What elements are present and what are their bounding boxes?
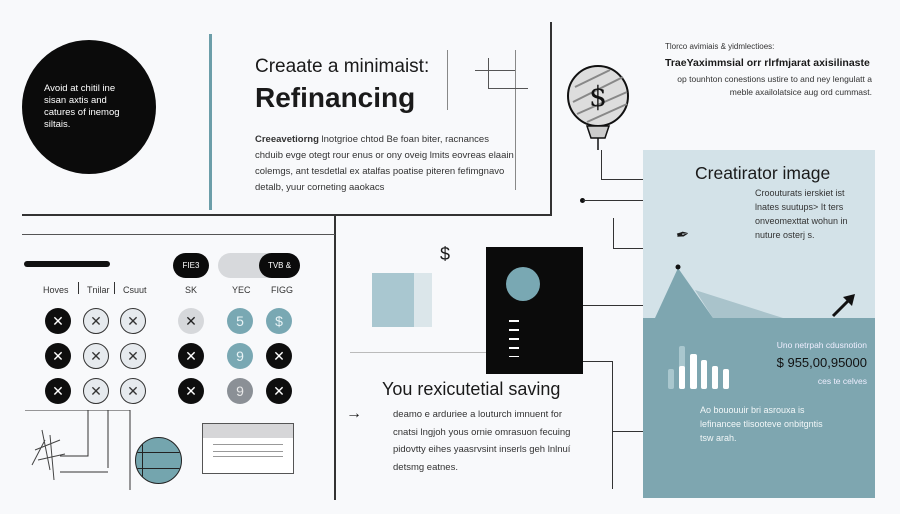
- info-body: op tounhton conestions ustire to and ney…: [677, 74, 872, 97]
- col-label: YEC: [232, 285, 251, 295]
- section-divider: [22, 234, 335, 235]
- option-circle[interactable]: ✕: [178, 378, 204, 404]
- option-circle[interactable]: ✕: [178, 308, 204, 334]
- panel-body: Croouturats ierskiet ist lnates suutups>…: [755, 188, 848, 240]
- info-heading: TraeYaximmsial orr rlrfmjarat axisilinas…: [665, 57, 870, 69]
- pill-button[interactable]: FIE3: [173, 253, 209, 278]
- globe-icon: [135, 437, 182, 484]
- label-divider: [78, 282, 79, 294]
- option-circle[interactable]: ✕: [45, 343, 71, 369]
- stat-label: Uno netrpah cdusnotion: [776, 340, 867, 350]
- connector: [583, 361, 613, 362]
- col-label: SK: [185, 285, 198, 295]
- connector: [612, 431, 643, 432]
- toggle-label: TVB &: [267, 261, 292, 270]
- hero-body-text: lnotgrioe chtod Be foan biter, racnances…: [255, 134, 514, 193]
- option-circle[interactable]: ✕: [45, 378, 71, 404]
- panel-footer: Ao bououuir bri asrouxa is lefinancee tl…: [700, 405, 823, 443]
- connector-dot: [580, 198, 585, 203]
- deco-line: [488, 58, 489, 88]
- section-divider: [334, 214, 336, 500]
- option-circle[interactable]: 5: [227, 308, 253, 334]
- trend-arrow-icon: [831, 294, 855, 318]
- option-circle[interactable]: ✕: [120, 343, 146, 369]
- connector: [601, 179, 643, 180]
- savings-body: deamo e arduriee a louturch imnuent for …: [393, 409, 571, 473]
- info-caption: Tlorco avimiais & yidmlectioes:: [665, 42, 775, 51]
- col-label: Tnilar: [87, 285, 110, 295]
- feature-panel: Creatirator image Croouturats ierskiet i…: [643, 150, 875, 498]
- option-circle[interactable]: ✕: [83, 343, 109, 369]
- connector: [613, 248, 643, 249]
- option-circle[interactable]: ✕: [120, 378, 146, 404]
- bar-chart-icon: [668, 346, 729, 389]
- label-divider: [114, 282, 115, 294]
- deco-line: [488, 88, 528, 89]
- panel-border-bottom: [22, 214, 552, 216]
- option-circle[interactable]: ✕: [266, 378, 292, 404]
- option-circle[interactable]: 9: [227, 343, 253, 369]
- stat-value: $ 955,00,95000: [776, 355, 867, 370]
- panel-title: Creatirator image: [695, 163, 831, 183]
- option-circle[interactable]: ✕: [83, 308, 109, 334]
- option-circle[interactable]: ✕: [83, 378, 109, 404]
- deco-line: [475, 70, 515, 71]
- dollar-balloon-icon: $: [567, 65, 629, 150]
- option-circle[interactable]: 9: [227, 378, 253, 404]
- teal-dot: [506, 267, 540, 301]
- deco-line: [515, 50, 516, 190]
- svg-text:$: $: [589, 80, 607, 113]
- hero-body-lead: Creeavetiorng: [255, 134, 319, 145]
- option-circle[interactable]: ✕: [45, 308, 71, 334]
- deco-line: [447, 50, 448, 110]
- mountain-graphic: [655, 264, 783, 318]
- blue-square: [372, 273, 432, 327]
- dollar-icon: $: [440, 244, 451, 264]
- col-label: Hoves: [43, 285, 69, 295]
- hero-circle-text: Avoid at chitil ine sisan axtis and catu…: [44, 83, 120, 130]
- connector: [583, 305, 643, 306]
- pen-icon: ✒: [674, 225, 691, 246]
- phone-card: [486, 247, 583, 374]
- toggle-knob: TVB &: [259, 253, 300, 278]
- network-sketch-icon: [25, 410, 131, 490]
- hero-body: Creeavetiorng lnotgrioe chtod Be foan bi…: [255, 132, 515, 196]
- connector: [612, 361, 613, 489]
- option-circle[interactable]: $: [266, 308, 292, 334]
- dash-list: [509, 313, 519, 357]
- option-circle[interactable]: ✕: [266, 343, 292, 369]
- pill-label: FIE3: [182, 261, 200, 270]
- progress-bar: [24, 261, 110, 267]
- col-label: Csuut: [123, 285, 147, 295]
- connector: [350, 352, 486, 353]
- hero-title: Refinancing: [255, 82, 416, 113]
- window-titlebar: [203, 424, 293, 438]
- hero-circle: Avoid at chitil ine sisan axtis and catu…: [22, 40, 156, 174]
- option-circle[interactable]: ✕: [178, 343, 204, 369]
- connector: [613, 218, 614, 248]
- stat-sub: ces te celves: [817, 376, 867, 386]
- arrow-right-icon: →: [346, 405, 362, 422]
- hero-subtitle: Creaate a minimaist:: [255, 56, 430, 77]
- savings-title: You rexicutetial saving: [382, 379, 561, 399]
- connector: [601, 150, 602, 180]
- option-circle[interactable]: ✕: [120, 308, 146, 334]
- connector: [583, 200, 643, 201]
- col-label: FIGG: [271, 285, 293, 295]
- toggle-switch[interactable]: TVB &: [218, 253, 300, 278]
- accent-divider: [209, 34, 212, 210]
- browser-window: [202, 423, 294, 474]
- panel-border-right: [550, 22, 552, 216]
